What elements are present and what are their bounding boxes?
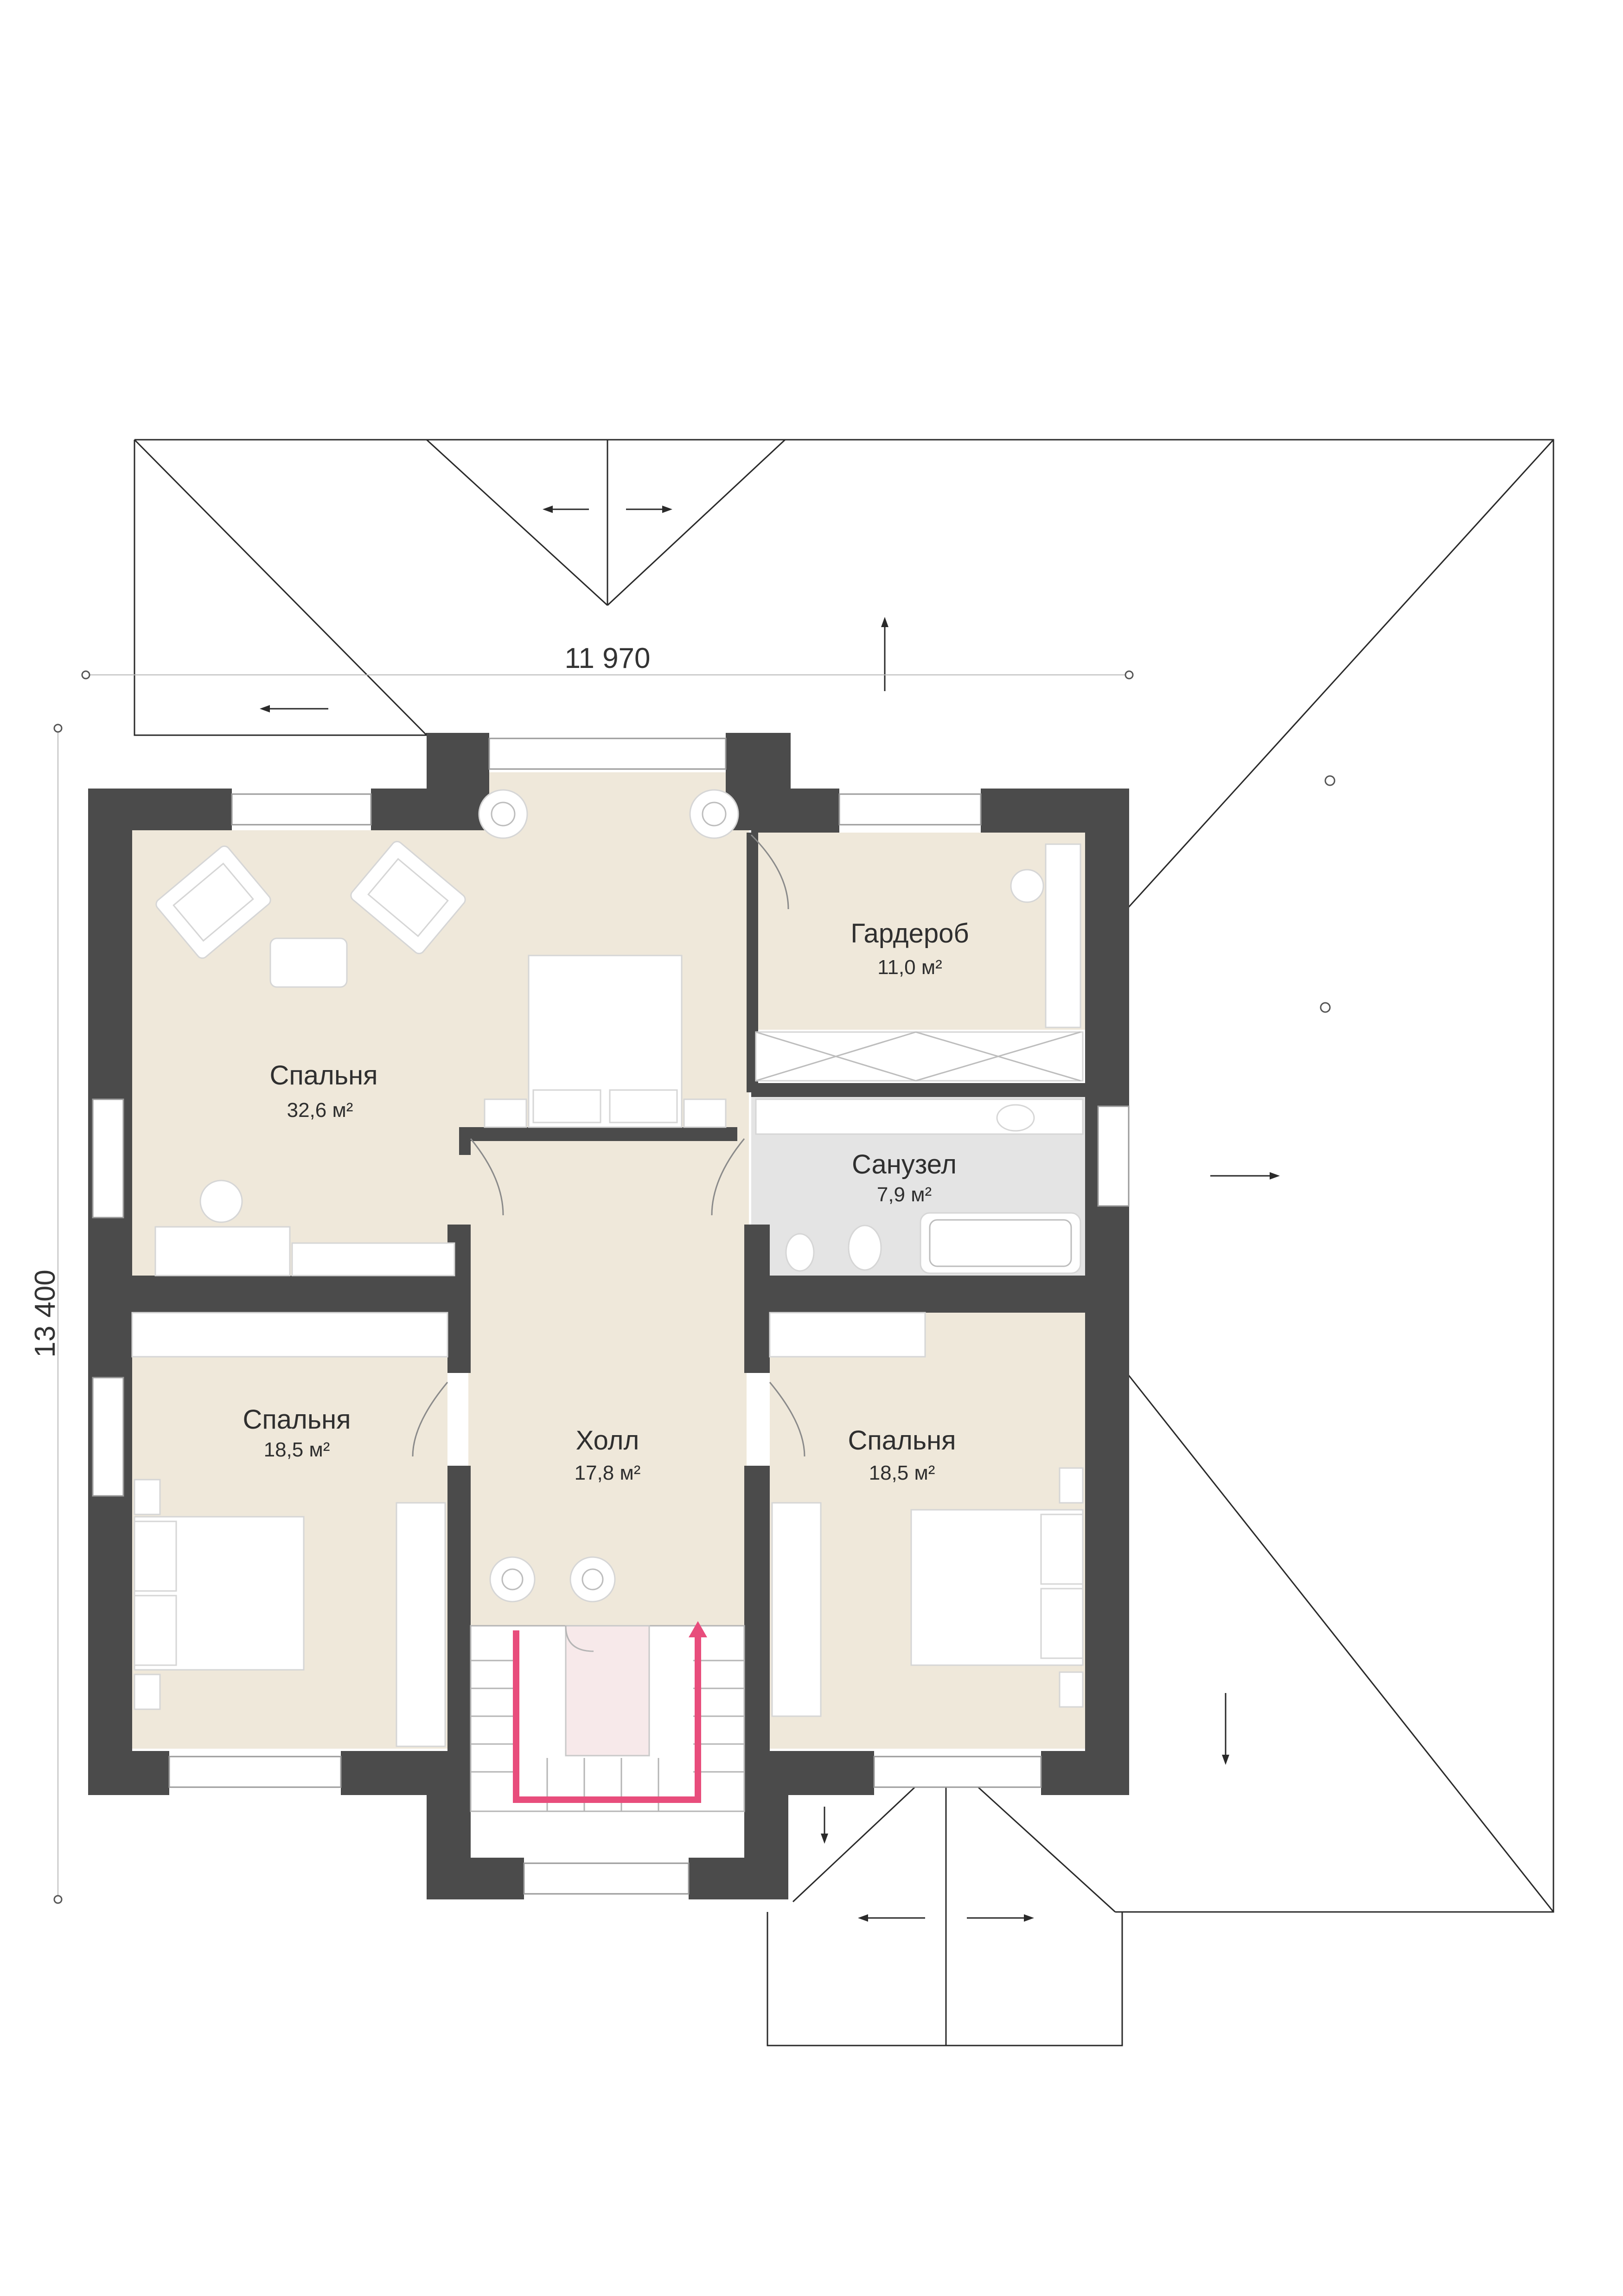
roof-slope-arrow-icon: [881, 617, 888, 691]
width-label: 11 970: [564, 642, 650, 674]
door-swing: [470, 1138, 504, 1216]
hall-furniture: [489, 1556, 616, 1603]
dimension-height: 13 400: [29, 724, 63, 1904]
walls: [88, 733, 1129, 1899]
roof-slope-arrow-icon: [626, 506, 672, 513]
window: [231, 793, 372, 826]
roof-slope-arrow-icon: [858, 1914, 925, 1922]
bathroom-furniture: [755, 1098, 1084, 1274]
window: [92, 1098, 124, 1219]
shelf: [1045, 843, 1081, 1028]
door-swing: [769, 1382, 805, 1457]
bidet-icon: [785, 1233, 815, 1272]
door-swing: [750, 834, 789, 910]
coffee-table: [269, 937, 348, 988]
room-area-bedroom-main: 32,6 м²: [287, 1099, 353, 1122]
height-label: 13 400: [29, 1270, 61, 1358]
plant-icon: [478, 789, 528, 839]
desk-chair-icon: [199, 1180, 243, 1223]
bathtub-icon: [920, 1212, 1081, 1274]
chair-icon: [1010, 869, 1044, 903]
window: [523, 1862, 690, 1895]
bedroom-right-furniture: [769, 1312, 1084, 1717]
window: [168, 1756, 342, 1788]
stair-route-line: [513, 1630, 701, 1803]
roof-slope-arrow-icon: [1210, 1172, 1280, 1180]
bed-icon: [910, 1467, 1084, 1708]
room-name-bedroom-right: Спальня: [848, 1425, 956, 1456]
room-name-hall: Холл: [576, 1425, 639, 1456]
door-swing: [711, 1138, 745, 1216]
room-area-hall: 17,8 м²: [575, 1462, 641, 1484]
room-name-wardrobe: Гардероб: [850, 918, 969, 949]
bedroom-left-furniture: [131, 1312, 448, 1747]
wardrobe-cabinets: [131, 1312, 448, 1358]
window: [92, 1377, 124, 1497]
doors: [412, 834, 805, 1457]
roof-slope-arrows: [260, 506, 1335, 1922]
roof-slope-arrow-icon: [543, 506, 589, 513]
cabinet: [291, 1242, 455, 1276]
bedroom-main-furniture: [154, 789, 739, 1276]
window: [1097, 1105, 1130, 1207]
bed-icon: [484, 955, 727, 1128]
plant-icon: [569, 1556, 616, 1603]
plant-icon: [689, 789, 739, 839]
roof-slope-arrow-icon: [1222, 1693, 1229, 1765]
bed-icon: [134, 1479, 305, 1710]
windows: [92, 738, 1130, 1895]
room-area-wardrobe: 11,0 м²: [877, 956, 942, 979]
roof-slope-arrow-icon: [260, 705, 328, 712]
window: [873, 1756, 1042, 1788]
stair-direction-arrow-icon: [689, 1621, 707, 1637]
room-area-bedroom-right: 18,5 м²: [869, 1462, 935, 1484]
room-name-bathroom: Санузел: [852, 1149, 957, 1180]
dimension-width: 11 970: [81, 642, 1134, 680]
toilet-icon: [848, 1225, 882, 1271]
desk: [154, 1226, 291, 1276]
window: [488, 738, 727, 770]
cabinet: [396, 1502, 446, 1747]
roof-slope-arrow-icon: [967, 1914, 1034, 1922]
armchair-icon: [155, 845, 271, 959]
wardrobe-furniture: [755, 843, 1084, 1082]
room-area-bedroom-left: 18,5 м²: [264, 1438, 330, 1461]
sink-icon: [996, 1104, 1035, 1132]
door-swing: [412, 1382, 448, 1457]
room-area-bathroom: 7,9 м²: [877, 1183, 932, 1206]
room-name-bedroom-main: Спальня: [269, 1060, 377, 1090]
wardrobe-cabinets: [769, 1312, 926, 1358]
wardrobe-cabinets: [755, 1031, 1084, 1082]
room-labels: Спальня 32,6 м² Гардероб 11,0 м² Санузел…: [243, 918, 969, 1484]
cabinet: [771, 1502, 822, 1717]
roof-slope-arrow-icon: [821, 1807, 828, 1844]
plant-icon: [489, 1556, 536, 1603]
staircase: [470, 1621, 745, 1812]
window: [838, 793, 982, 826]
room-name-bedroom-left: Спальня: [243, 1405, 351, 1435]
armchair-icon: [350, 840, 466, 955]
